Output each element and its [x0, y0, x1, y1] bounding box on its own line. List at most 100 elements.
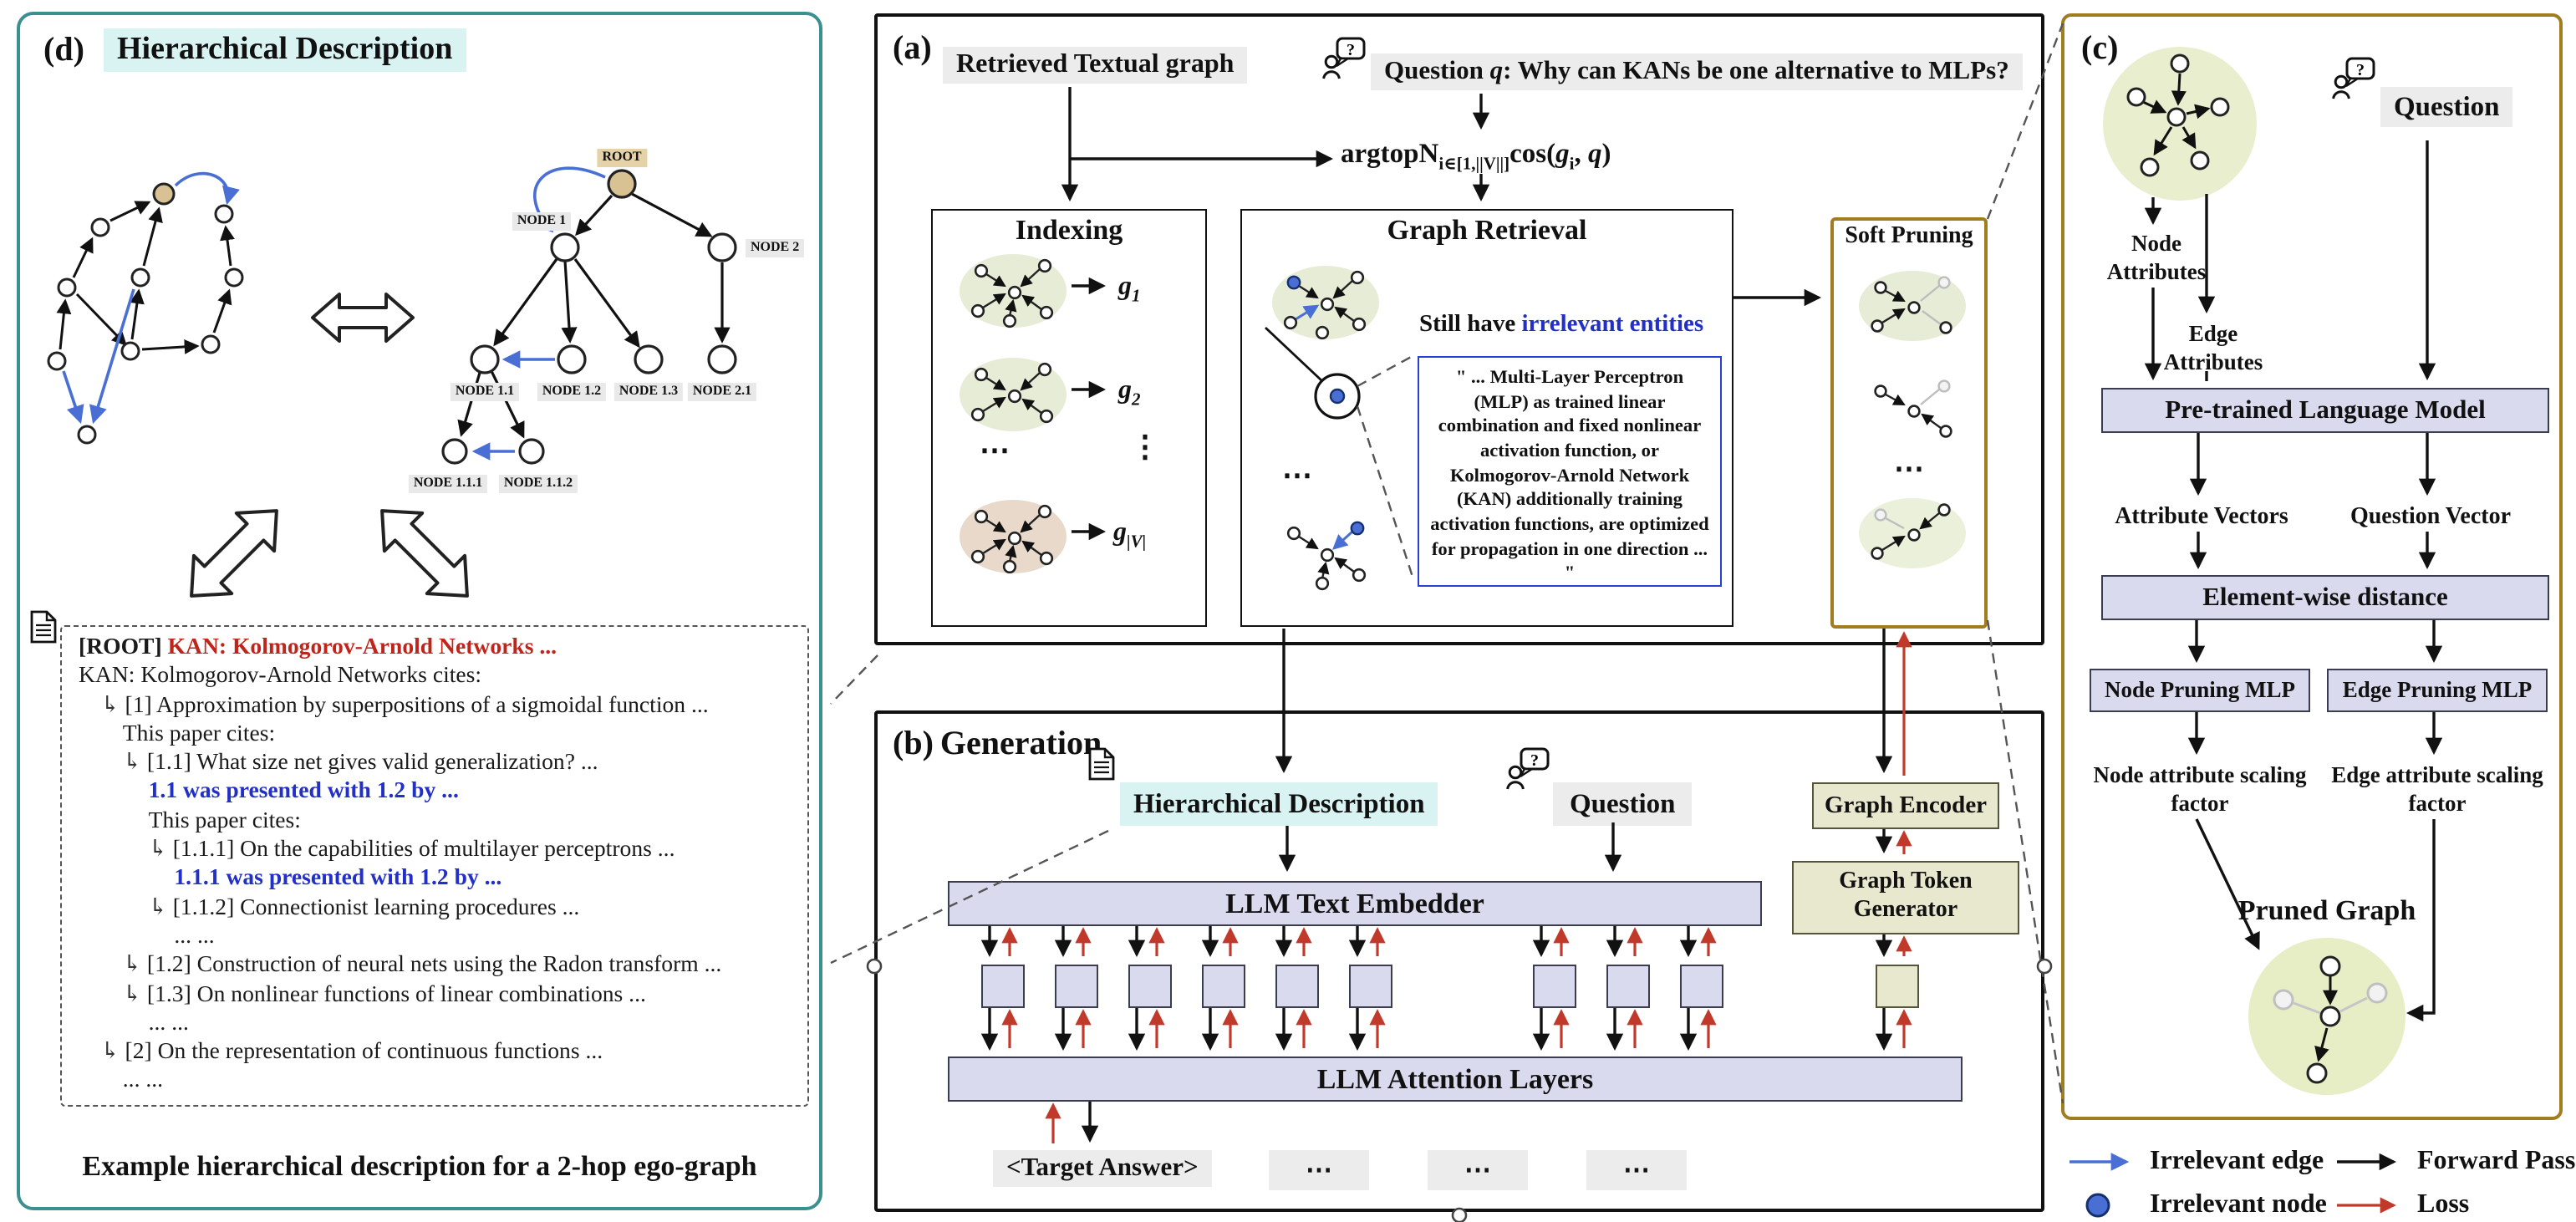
description-line: ↳[1.3] On nonlinear functions of linear …	[122, 980, 646, 1006]
token-embedding-square	[1533, 965, 1576, 1008]
panel-c-label: (c)	[2081, 30, 2119, 67]
description-line: This paper cites:	[148, 807, 301, 832]
tree-label-node112: NODE 1.1.2	[498, 475, 578, 493]
irrelevant-edge-icon	[2069, 1153, 2130, 1171]
pruned-graph-thumbnail	[1874, 379, 1952, 438]
tree-connector-icon: ↳	[100, 1038, 120, 1064]
answer-dots: ⋯	[1428, 1150, 1528, 1190]
panel-soft-pruning-detail: (c) ? Question Node Attributes Ed	[2061, 13, 2563, 1120]
tree-structure-figure	[441, 166, 737, 465]
token-embedding-square	[1275, 965, 1319, 1008]
equivalence-arrow-icon	[311, 293, 415, 343]
graph-thumbnail	[960, 500, 1067, 574]
legend-forward-pass: Forward Pass	[2334, 1147, 2575, 1177]
embedding-gv-label: g|V|	[1113, 518, 1147, 552]
retrieved-graph-thumbnail	[1286, 521, 1367, 591]
retrieval-formula: argtopNi∈[1,||V||]cos(gi, q)	[1341, 137, 1611, 175]
edge-pruning-mlp-box: Edge Pruning MLP	[2327, 669, 2548, 712]
ego-graph-figure	[47, 171, 244, 445]
legend-irrelevant-edge: Irrelevant edge	[2066, 1147, 2324, 1177]
pruned-graph-title: Pruned Graph	[2237, 894, 2416, 926]
graph-thumbnail	[960, 254, 1067, 328]
answer-dots: ⋯	[1586, 1150, 1687, 1190]
graph-retrieval-title: Graph Retrieval	[1387, 214, 1587, 246]
input-graph-figure	[2103, 47, 2257, 201]
panel-a-label: (a)	[893, 30, 932, 67]
question-icon: ?	[2332, 57, 2375, 99]
svg-text:?: ?	[1530, 751, 1539, 770]
token-embedding-square	[981, 965, 1025, 1008]
description-line: ↳[1] Approximation by superpositions of …	[100, 691, 709, 717]
panel-d-label: (d)	[43, 32, 84, 69]
tree-connector-icon: ↳	[148, 894, 168, 919]
indexing-hdots: ⋯	[980, 433, 1010, 466]
expand-arrow-left-icon	[190, 509, 278, 598]
panel-d-caption: Example hierarchical description for a 2…	[82, 1150, 757, 1182]
legend: Irrelevant edge Forward Pass Irrelevant …	[2066, 1140, 2575, 1220]
description-line: ↳[1.1.2] Connectionist learning procedur…	[148, 894, 580, 919]
tree-label-node1: NODE 1	[512, 212, 572, 231]
graph-encoder-box: Graph Encoder	[1812, 782, 1999, 829]
panel-d-title: Hierarchical Description	[104, 28, 466, 72]
tree-connector-icon: ↳	[122, 980, 142, 1006]
tree-label-node2: NODE 2	[746, 239, 805, 257]
soft-pruning-hdots: ⋯	[1894, 451, 1924, 485]
token-embedding-square	[1202, 965, 1245, 1008]
token-embedding-square	[1349, 965, 1392, 1008]
tree-label-root: ROOT	[597, 149, 647, 167]
description-line: ... ...	[174, 922, 215, 948]
question-icon: ?	[1506, 747, 1550, 790]
soft-pruning-title: Soft Pruning	[1845, 224, 1973, 249]
llm-text-embedder-box: LLM Text Embedder	[948, 881, 1762, 926]
token-embedding-square	[1680, 965, 1723, 1008]
svg-text:?: ?	[1347, 41, 1355, 59]
llm-attention-layers-box: LLM Attention Layers	[948, 1057, 1963, 1102]
graph-retrieval-box: Graph Retrieval Still have irrelevant en…	[1240, 209, 1733, 627]
pruned-graph-thumbnail	[1859, 271, 1966, 341]
panel-b-header: (b) Generation	[893, 726, 1102, 764]
pruned-graph-thumbnail	[1859, 498, 1966, 568]
node-attributes-label: Node Attributes	[2106, 231, 2207, 284]
answer-dots: ⋯	[1269, 1150, 1369, 1190]
token-embedding-square	[1128, 965, 1172, 1008]
edge-attributes-label: Edge Attributes	[2163, 321, 2263, 374]
document-icon	[30, 610, 57, 644]
question-label: Question	[1553, 782, 1693, 826]
target-answer-label: <Target Answer>	[993, 1150, 1212, 1187]
indexing-box: Indexing g1	[931, 209, 1207, 627]
tree-label-node111: NODE 1.1.1	[408, 475, 488, 493]
description-line: ... ...	[148, 1009, 189, 1035]
question-icon: ?	[1322, 37, 1366, 79]
still-have-text: Still have irrelevant entities	[1419, 311, 1704, 338]
node-scaling-factor-label: Node attribute scaling fact​or	[2093, 762, 2307, 816]
legend-irrelevant-node: Irrelevant node	[2083, 1190, 2327, 1220]
description-line: 1.1 was presented with 1.2 by ...	[148, 777, 459, 803]
question-vector-label: Question Vector	[2349, 505, 2512, 530]
node-pruning-mlp-box: Node Pruning MLP	[2090, 669, 2310, 712]
description-line: ... ...	[122, 1067, 164, 1092]
panel-generation: (b) Generation Hierarchical Description …	[874, 710, 2044, 1212]
panel-hierarchical-description: (d) Hierarchical Description	[17, 12, 822, 1210]
retrieved-text-quote: " ... Multi-Layer Perceptron (MLP) as tr…	[1418, 356, 1722, 587]
attribute-vectors-label: Attribute Vectors	[2115, 505, 2288, 530]
description-line: ↳[2] On the representation of continuous…	[100, 1038, 603, 1064]
tree-label-node13: NODE 1.3	[613, 383, 684, 401]
tree-label-node11: NODE 1.1	[450, 383, 520, 401]
svg-text:?: ?	[2356, 61, 2365, 79]
graph-token-generator-box: Graph Token Generator	[1792, 861, 2019, 934]
graph-token-square	[1876, 965, 1919, 1008]
description-line: KAN: Kolmogorov-Arnold Networks cites:	[79, 662, 482, 688]
embedding-g1-label: g1	[1118, 272, 1141, 307]
edge-scaling-factor-label: Edge attribute scaling factor	[2331, 762, 2543, 816]
graph-thumbnail	[960, 358, 1067, 431]
question-label: Question	[2380, 87, 2513, 127]
token-embedding-square	[1606, 965, 1650, 1008]
token-embedding-square	[1055, 965, 1098, 1008]
soft-pruning-box: Soft Pruning	[1830, 217, 1988, 629]
graph-retrieval-hdots: ⋯	[1282, 458, 1312, 491]
tree-connector-icon: ↳	[122, 951, 142, 977]
tree-connector-icon: ↳	[122, 749, 142, 775]
indexing-vdots: ⋮	[1130, 430, 1160, 463]
description-line: ↳[1.1] What size net gives valid general…	[122, 749, 598, 775]
